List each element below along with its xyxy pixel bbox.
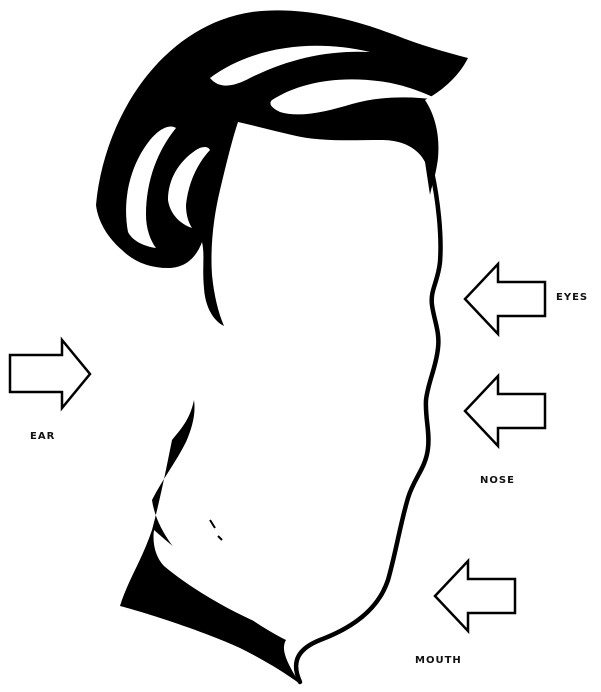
jaw-shape (120, 400, 300, 684)
eyes-arrow-icon (465, 264, 545, 334)
ear-label: EAR (30, 432, 55, 442)
jaw-tick (210, 520, 222, 540)
nose-arrow-icon (465, 376, 545, 446)
mouth-arrow-icon (435, 561, 515, 631)
ear-arrow-icon (10, 340, 90, 408)
face-profile-line (296, 172, 440, 682)
mouth-label: MOUTH (415, 656, 462, 666)
nose-label: NOSE (480, 476, 515, 486)
eyes-label: EYES (556, 293, 588, 303)
